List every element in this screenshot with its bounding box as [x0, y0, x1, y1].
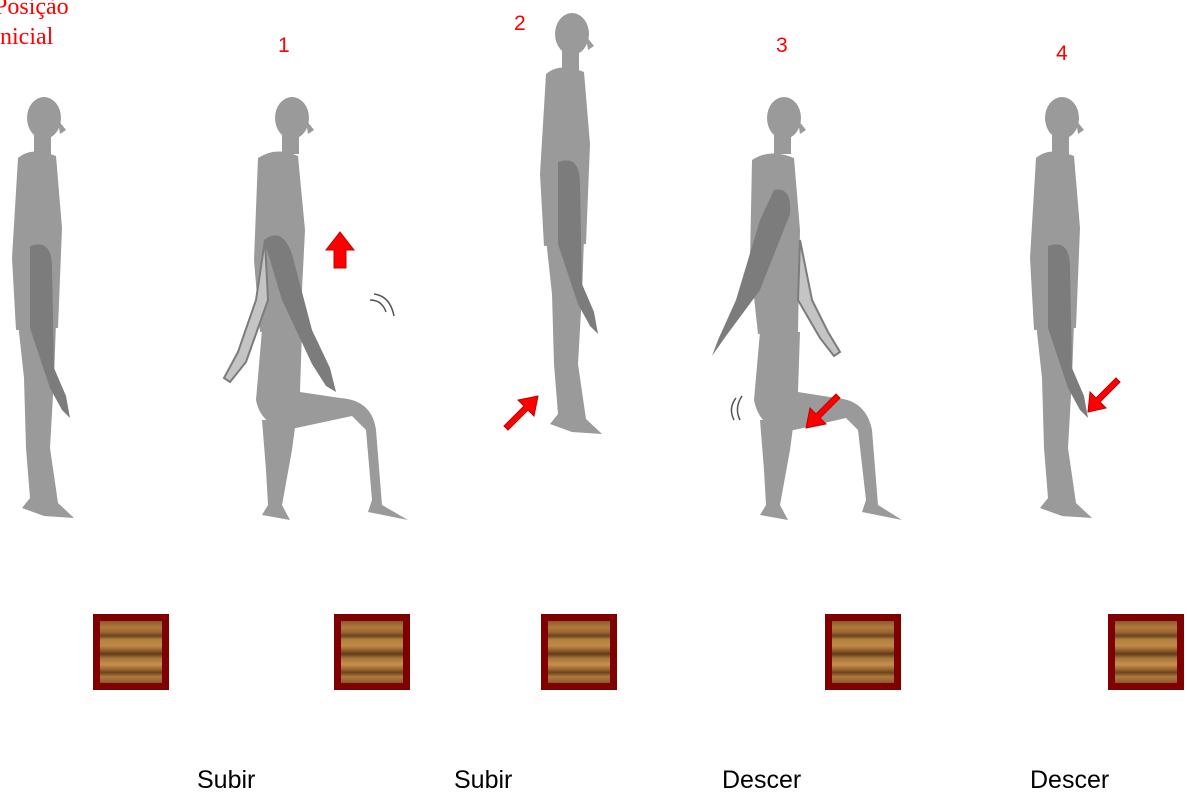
step-box-2 — [541, 614, 617, 690]
person-step-3 — [712, 97, 902, 520]
person-step-1 — [224, 97, 408, 520]
step-box-1 — [334, 614, 410, 690]
step-box-initial — [93, 614, 169, 690]
motion-lines-icon-1 — [370, 294, 394, 316]
motion-lines-icon-3 — [731, 396, 742, 420]
person-step-4 — [1030, 97, 1092, 518]
action-label-4: Descer — [1030, 766, 1109, 795]
action-label-2: Subir — [454, 766, 512, 795]
up-arrow-icon-1 — [326, 232, 354, 268]
person-initial — [12, 97, 74, 518]
step-box-4 — [1108, 614, 1184, 690]
diagonal-arrow-icon-4 — [1088, 378, 1120, 412]
person-step-2 — [540, 13, 602, 434]
step-box-3 — [825, 614, 901, 690]
action-label-1: Subir — [197, 766, 255, 795]
action-label-3: Descer — [722, 766, 801, 795]
diagonal-arrow-icon-2 — [504, 396, 538, 430]
